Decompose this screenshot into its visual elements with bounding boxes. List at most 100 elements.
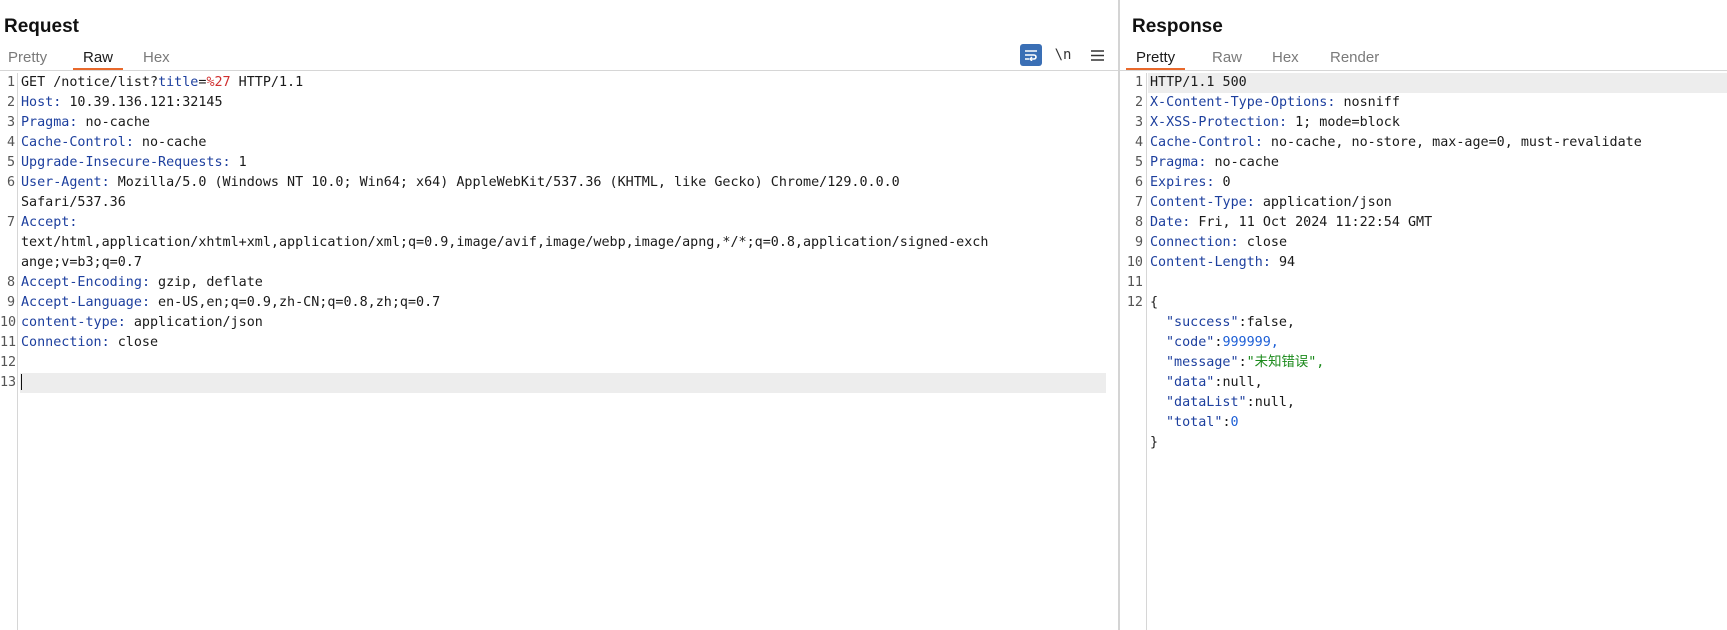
line-number: 6 bbox=[1134, 175, 1143, 190]
json-value: null, bbox=[1254, 395, 1295, 410]
header-value: Mozilla/5.0 (Windows NT 10.0; Win64; x64… bbox=[109, 175, 900, 190]
request-tab-raw[interactable]: Raw bbox=[73, 49, 124, 70]
code-line: 4 Cache-Control: no-cache, no-store, max… bbox=[1120, 133, 1727, 153]
header-line: Host: 10.39.136.121:32145 bbox=[21, 95, 223, 110]
header-key: content-type bbox=[21, 315, 118, 330]
code-line: 10 Content-Length: 94 bbox=[1120, 253, 1727, 273]
header-key: X-XSS-Protection bbox=[1150, 115, 1279, 130]
response-editor[interactable]: 1 HTTP/1.1 500 2 X-Content-Type-Options:… bbox=[1120, 73, 1727, 630]
json-entry: "success":false, bbox=[1166, 313, 1295, 333]
pane-splitter[interactable] bbox=[1118, 0, 1120, 630]
word-wrap-button[interactable] bbox=[1020, 44, 1042, 66]
line-number: 6 bbox=[6, 175, 15, 190]
code-line: 9 Accept-Language: en-US,en;q=0.9,zh-CN;… bbox=[0, 293, 1118, 313]
json-value: null, bbox=[1222, 375, 1263, 390]
code-line-current[interactable]: 13 bbox=[0, 373, 1118, 393]
json-line: "total":0 bbox=[1120, 413, 1727, 433]
header-line: Accept: bbox=[21, 215, 78, 230]
header-value: Fri, 11 Oct 2024 11:22:54 GMT bbox=[1190, 215, 1433, 230]
request-tab-pretty[interactable]: Pretty bbox=[8, 49, 47, 66]
line-number: 1 bbox=[6, 75, 15, 90]
header-value: close bbox=[1238, 235, 1288, 250]
header-line: X-Content-Type-Options: nosniff bbox=[1150, 95, 1400, 110]
tab-label: Raw bbox=[1212, 49, 1243, 66]
header-line: Pragma: no-cache bbox=[21, 115, 150, 130]
code-line: 8 Date: Fri, 11 Oct 2024 11:22:54 GMT bbox=[1120, 213, 1727, 233]
text-cursor-holder bbox=[21, 373, 22, 393]
header-key: Cache-Control bbox=[1150, 135, 1255, 150]
response-tab-pretty[interactable]: Pretty bbox=[1126, 49, 1186, 70]
header-key: Upgrade-Insecure-Requests bbox=[21, 155, 223, 170]
response-tab-raw[interactable]: Raw bbox=[1212, 49, 1242, 66]
header-value: close bbox=[109, 335, 159, 350]
header-key: Accept-Language bbox=[21, 295, 142, 310]
header-value-continued: text/html,application/xhtml+xml,applicat… bbox=[21, 235, 989, 250]
line-number-gutter bbox=[0, 73, 18, 630]
menu-button[interactable] bbox=[1086, 44, 1108, 66]
json-entry: "data":null, bbox=[1166, 373, 1263, 393]
json-line: "data":null, bbox=[1120, 373, 1727, 393]
code-line: 7 Accept: bbox=[0, 213, 1118, 233]
tab-label: Pretty bbox=[1136, 49, 1176, 66]
json-value: "未知错误", bbox=[1246, 355, 1325, 370]
header-key: Accept bbox=[21, 215, 70, 230]
line-number: 4 bbox=[6, 135, 15, 150]
status-line: HTTP/1.1 500 bbox=[1150, 75, 1247, 90]
header-line: Pragma: no-cache bbox=[1150, 155, 1279, 170]
code-line: 8 Accept-Encoding: gzip, deflate bbox=[0, 273, 1118, 293]
header-value: gzip, deflate bbox=[150, 275, 263, 290]
text-cursor bbox=[21, 374, 22, 390]
response-tab-render[interactable]: Render bbox=[1330, 49, 1379, 66]
header-key: Host bbox=[21, 95, 54, 110]
code-line-wrapped: ange;v=b3;q=0.7 bbox=[0, 253, 1118, 273]
show-newlines-button[interactable]: \n bbox=[1054, 47, 1072, 63]
header-line: Accept-Language: en-US,en;q=0.9,zh-CN;q=… bbox=[21, 295, 441, 310]
json-line: "code":999999, bbox=[1120, 333, 1727, 353]
json-value: 0 bbox=[1230, 415, 1239, 430]
header-line: Expires: 0 bbox=[1150, 175, 1231, 190]
tab-underline bbox=[73, 68, 124, 70]
request-line: GET /notice/list?title=%27 HTTP/1.1 bbox=[21, 73, 303, 93]
header-line: User-Agent: Mozilla/5.0 (Windows NT 10.0… bbox=[21, 175, 900, 190]
header-value: no-cache bbox=[77, 115, 150, 130]
json-colon: : bbox=[1214, 375, 1223, 390]
header-line: Upgrade-Insecure-Requests: 1 bbox=[21, 155, 247, 170]
line-number: 13 bbox=[0, 375, 17, 390]
line-number: 2 bbox=[1134, 95, 1143, 110]
line-number: 10 bbox=[1126, 255, 1143, 270]
query-param-value: %27 bbox=[206, 75, 231, 90]
code-line: 1 HTTP/1.1 500 bbox=[1120, 73, 1727, 93]
code-line-wrapped: text/html,application/xhtml+xml,applicat… bbox=[0, 233, 1118, 253]
code-line: 1 GET /notice/list?title=%27 HTTP/1.1 bbox=[0, 73, 1118, 93]
line-number: 5 bbox=[1134, 155, 1143, 170]
header-value: 0 bbox=[1214, 175, 1231, 190]
header-key: X-Content-Type-Options bbox=[1150, 95, 1328, 110]
code-line: 3 Pragma: no-cache bbox=[0, 113, 1118, 133]
header-line: Connection: close bbox=[21, 335, 159, 350]
header-key: Accept-Encoding bbox=[21, 275, 142, 290]
json-value: 999999, bbox=[1222, 335, 1279, 350]
header-value: 1; mode=block bbox=[1287, 115, 1400, 130]
code-line: 11 Connection: close bbox=[0, 333, 1118, 353]
request-editor[interactable]: 1 GET /notice/list?title=%27 HTTP/1.1 2 … bbox=[0, 73, 1118, 630]
line-number: 10 bbox=[0, 315, 17, 330]
json-entry: "dataList":null, bbox=[1166, 393, 1295, 413]
response-tab-hex[interactable]: Hex bbox=[1272, 49, 1299, 66]
json-open-brace: { bbox=[1150, 295, 1159, 310]
code-line: 10 content-type: application/json bbox=[0, 313, 1118, 333]
header-key: Content-Length bbox=[1150, 255, 1263, 270]
header-line: Content-Length: 94 bbox=[1150, 255, 1296, 270]
request-tab-hex[interactable]: Hex bbox=[143, 49, 170, 66]
header-line: Content-Type: application/json bbox=[1150, 195, 1392, 210]
line-number: 8 bbox=[1134, 215, 1143, 230]
tab-underline bbox=[1126, 68, 1186, 70]
code-line: 5 Upgrade-Insecure-Requests: 1 bbox=[0, 153, 1118, 173]
code-line-wrapped: Safari/537.36 bbox=[0, 193, 1118, 213]
header-value: en-US,en;q=0.9,zh-CN;q=0.8,zh;q=0.7 bbox=[150, 295, 441, 310]
header-key: Pragma bbox=[1150, 155, 1199, 170]
line-number: 11 bbox=[1126, 275, 1143, 290]
header-value: application/json bbox=[125, 315, 263, 330]
json-close-brace: } bbox=[1150, 435, 1159, 450]
code-line: 2 X-Content-Type-Options: nosniff bbox=[1120, 93, 1727, 113]
tab-label: Raw bbox=[83, 49, 114, 66]
